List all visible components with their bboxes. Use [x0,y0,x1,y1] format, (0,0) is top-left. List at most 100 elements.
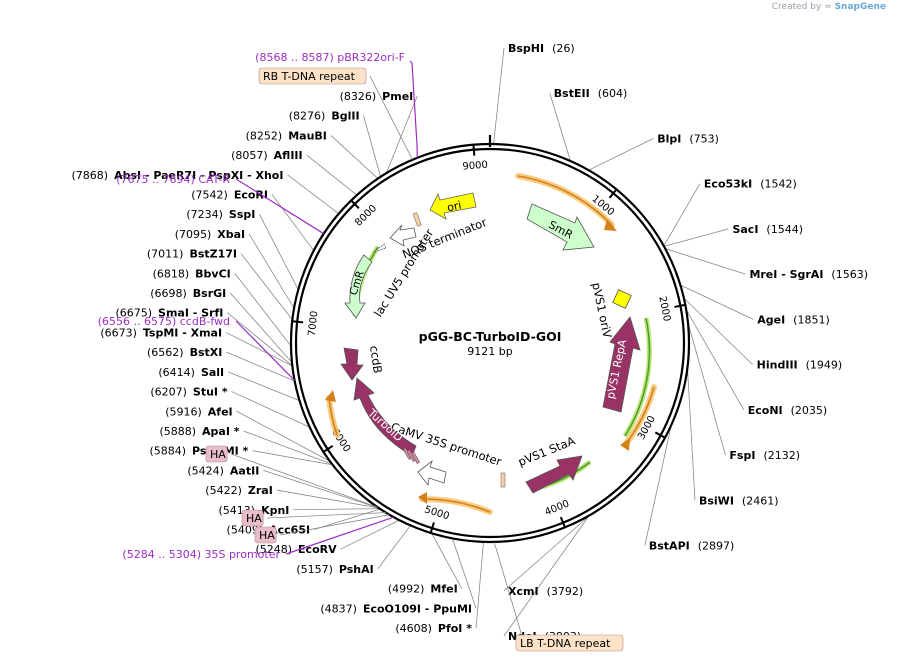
site-name: EcoO109I - PpuMI [363,602,472,615]
connector-line [248,233,295,309]
site-name: ApaI * [202,425,240,438]
connector-line [475,541,484,629]
connector-line [503,514,591,592]
restriction-site-label[interactable]: (7011)BstZ17I [147,248,237,261]
plasmid-name: pGG-BC-TurboID-GOI [419,329,562,344]
restriction-site-label[interactable]: (7095)XbaI [175,228,245,241]
restriction-site-label[interactable]: (6675)SmaI - SrfI [115,307,223,320]
restriction-site-label[interactable]: (4837)EcoO109I - PpuMI [320,602,472,615]
restriction-site-label[interactable]: (6414)SalI [158,366,224,379]
restriction-site-label[interactable]: BspHI(26) [508,42,575,55]
boxed-feature-label: HA [246,512,262,525]
restriction-site-label[interactable]: (4992)MfeI [388,583,458,596]
boxed-feature-box[interactable] [205,445,228,463]
restriction-site-label[interactable]: XcmI(3792) [508,585,583,598]
site-name: KpnI [261,504,289,517]
restriction-site-label[interactable]: (5884)PspOMI * [149,445,248,458]
connector-line [293,508,380,511]
site-position: (5884) [149,445,186,458]
tick-label: 6000 [329,427,352,454]
connector-line [234,273,292,347]
connector-line [665,248,746,275]
restriction-site-label[interactable]: Eco53kI(1542) [704,178,797,191]
restriction-site-label[interactable]: BsiWI(2461) [699,494,779,507]
restriction-site-label[interactable]: (8276)BglII [289,110,360,123]
primer-label[interactable]: (6556 .. 6575) ccdB-fwd [98,315,230,328]
restriction-site-label[interactable]: (7542)EcoRI [191,189,268,202]
site-name: MauBI [288,129,327,142]
restriction-site-label[interactable]: (6818)BbvCI [153,267,231,280]
restriction-site-label[interactable]: (8252)MauBI [246,129,327,142]
site-name: TspMI - XmaI [143,326,222,339]
restriction-site-label[interactable]: (6562)BstXI [147,346,222,359]
restriction-site-label[interactable]: (6207)StuI * [150,386,228,399]
tick-label: 5000 [423,504,451,522]
restriction-site-label[interactable]: (5409)Acc65I [227,523,311,536]
site-position: (8326) [340,90,377,103]
restriction-site-label[interactable]: SacI(1544) [732,223,803,236]
restriction-site-label[interactable]: MreI - SgrAI(1563) [749,268,868,281]
connector-line [451,538,477,609]
boxed-feature-box[interactable] [515,634,624,652]
site-connector-lines [225,47,754,637]
connector-line [306,154,358,196]
tick-mark-7000 [291,320,304,324]
restriction-site-label[interactable]: (8057) AflIII [231,149,303,162]
restriction-site-label[interactable]: AgeI (1851) [757,313,830,326]
connector-line [386,95,418,174]
restriction-site-label[interactable]: (5888)ApaI * [159,425,239,438]
primer-label[interactable]: (5284 .. 5304) 35S promoter [122,548,280,561]
watermark-brand: SnapGene [834,2,886,12]
boxed-feature-box[interactable] [258,67,367,85]
site-name: BsrGI [193,287,226,300]
restriction-site-label[interactable]: (7234)SspI [186,208,255,221]
boxed-feature-box[interactable] [254,526,277,544]
site-position: (6207) [150,386,187,399]
tick-label: 7000 [307,310,321,337]
connector-line [287,174,340,214]
ori-feature-arrow [429,192,477,220]
site-name: AflIII [274,149,303,162]
restriction-site-label[interactable]: (7868)AbsI - PaeR7I - PspXI - XhoI [71,169,283,182]
restriction-site-label[interactable]: (5916)AfeI [165,405,232,418]
site-name: Eco53kI [704,178,752,191]
connector-line [231,391,310,428]
restriction-site-label[interactable]: BstEII(604) [554,87,627,100]
connector-line [276,489,379,509]
restriction-site-label[interactable]: HindIII(1949) [757,359,843,372]
site-name: AgeI [757,313,785,326]
restriction-site-label[interactable]: (6698)BsrGI [150,287,226,300]
ccdb-label: ccdB [367,345,385,375]
site-position: (8057) [231,149,268,162]
tick-mark-5000 [429,522,435,535]
restriction-site-label[interactable]: (6673)TspMI - XmaI [100,326,222,339]
boxed-feature-connector [369,75,413,160]
site-name: BlpI [657,132,681,145]
primer-connector [235,178,325,235]
restriction-site-label[interactable]: (4608)PfoI * [395,622,472,635]
restriction-site-label[interactable]: FspI(2132) [729,449,800,462]
backbone-inner-ring [294,147,686,539]
smr-feature-arrow [526,203,595,251]
restriction-site-label[interactable]: (5424)AatII [187,464,259,477]
restriction-site-label[interactable]: (5422)ZraI [205,484,273,497]
boxed-feature-connector [267,512,386,519]
restriction-site-label[interactable]: (5157)PshAI [296,563,373,576]
boxed-feature-box[interactable] [241,509,264,527]
restriction-site-label[interactable]: BlpI(753) [657,132,719,145]
restriction-site-label[interactable]: BstAPI(2897) [649,540,734,553]
ori-label: ori [446,199,463,215]
site-position: (1563) [831,268,868,281]
site-name: AbsI - PaeR7I - PspXI - XhoI [114,169,283,182]
site-position: (1851) [793,313,830,326]
boxed-feature-connector [280,514,390,536]
restriction-site-label[interactable]: EcoNI(2035) [748,404,827,417]
site-position: (26) [552,42,575,55]
primer-label[interactable]: (7675 .. 7694) CAT-R [116,173,230,186]
boxed-feature-connector [493,541,525,644]
restriction-site-label[interactable]: (8326)PmeI [340,90,414,103]
turboid-cds-arrowhead [325,390,336,402]
primer-label[interactable]: (8568 .. 8587) pBR322ori-F [255,51,405,64]
connector-line [263,469,379,509]
